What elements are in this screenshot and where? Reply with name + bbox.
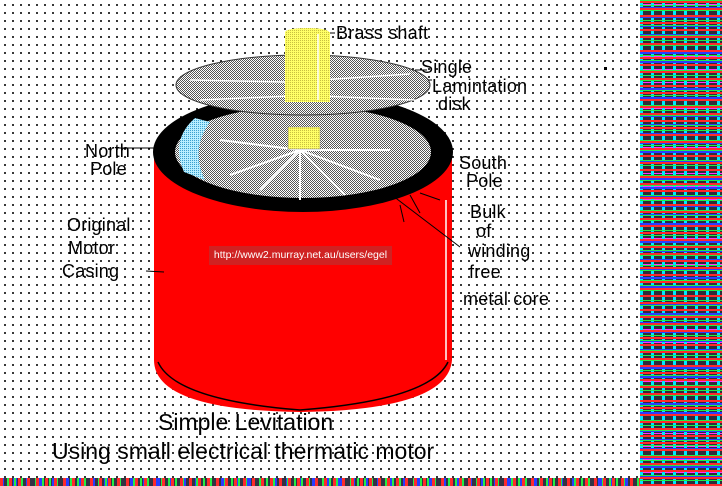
label-core-line5: metal core [463,289,550,309]
leader-lines [118,32,461,273]
diagram-subtitle: Using small electrical thermatic motor [52,438,435,464]
brass-shaft [285,28,330,102]
label-casing-line3: Casing [62,261,120,281]
label-casing-line1: Original [67,215,131,235]
brass-shaft-lower [287,126,321,150]
label-south-line2: Pole [466,171,503,191]
label-casing-line2: Motor [68,238,116,258]
label-disk-line2: Lamintation [432,76,528,96]
motor-casing [154,150,452,412]
corrupted-image-strip-bottom [0,478,640,486]
north-pole-magnet [178,118,210,180]
label-core-line4: free [469,262,501,282]
label-north-line2: Pole [90,159,127,179]
disk-spokes [189,73,416,101]
corrupted-image-strip-right [640,0,722,486]
label-south-line1: South [459,153,508,173]
diagram-title: Simple Levitation [158,409,334,435]
label-core-line3: winding [468,241,531,261]
core-spokes [219,139,390,200]
watermark-url: http://www2.murray.net.au/users/egel [209,246,392,265]
label-core-line2: of [476,221,492,241]
label-brass-shaft: Brass shaft [336,23,429,43]
label-disk-line3: disk [438,94,471,114]
label-north-line1: North [85,141,131,161]
label-disk-line1: Single [421,57,473,77]
stray-pixel [604,67,607,70]
levitation-motor-illustration [118,28,607,412]
label-core-line1: Bulk [470,202,506,222]
